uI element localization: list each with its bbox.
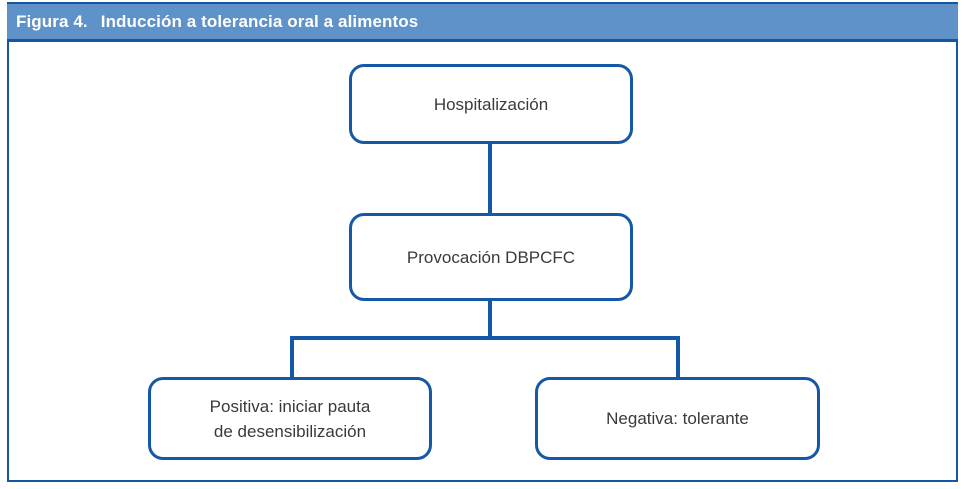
connector-hospitalizacion-to-provocacion [488, 142, 492, 215]
figure-number-label: Figura 4. [16, 11, 88, 31]
node-provocacion-label: Provocación DBPCFC [406, 247, 576, 267]
node-positiva-line2: de desensibilización [213, 421, 367, 441]
node-provocacion-dbpcfc: Provocación DBPCFC [349, 213, 633, 301]
connector-provocacion-stem [488, 299, 492, 340]
node-positiva-label: Positiva: iniciar pauta de desensibiliza… [210, 394, 371, 444]
connector-branch-to-positiva [290, 336, 294, 379]
figure-title: Inducción a tolerancia oral a alimentos [100, 11, 419, 31]
node-positiva: Positiva: iniciar pauta de desensibiliza… [148, 377, 432, 460]
connector-branch-to-negativa [676, 336, 680, 379]
connector-branch-horizontal [290, 336, 680, 340]
node-hospitalizacion-label: Hospitalización [433, 94, 549, 114]
node-negativa: Negativa: tolerante [535, 377, 820, 460]
figure-header-bar: Figura 4. Inducción a tolerancia oral a … [7, 2, 958, 42]
node-negativa-label: Negativa: tolerante [606, 409, 749, 428]
node-positiva-line1: Positiva: iniciar pauta [209, 396, 371, 416]
node-hospitalizacion: Hospitalización [349, 64, 633, 144]
